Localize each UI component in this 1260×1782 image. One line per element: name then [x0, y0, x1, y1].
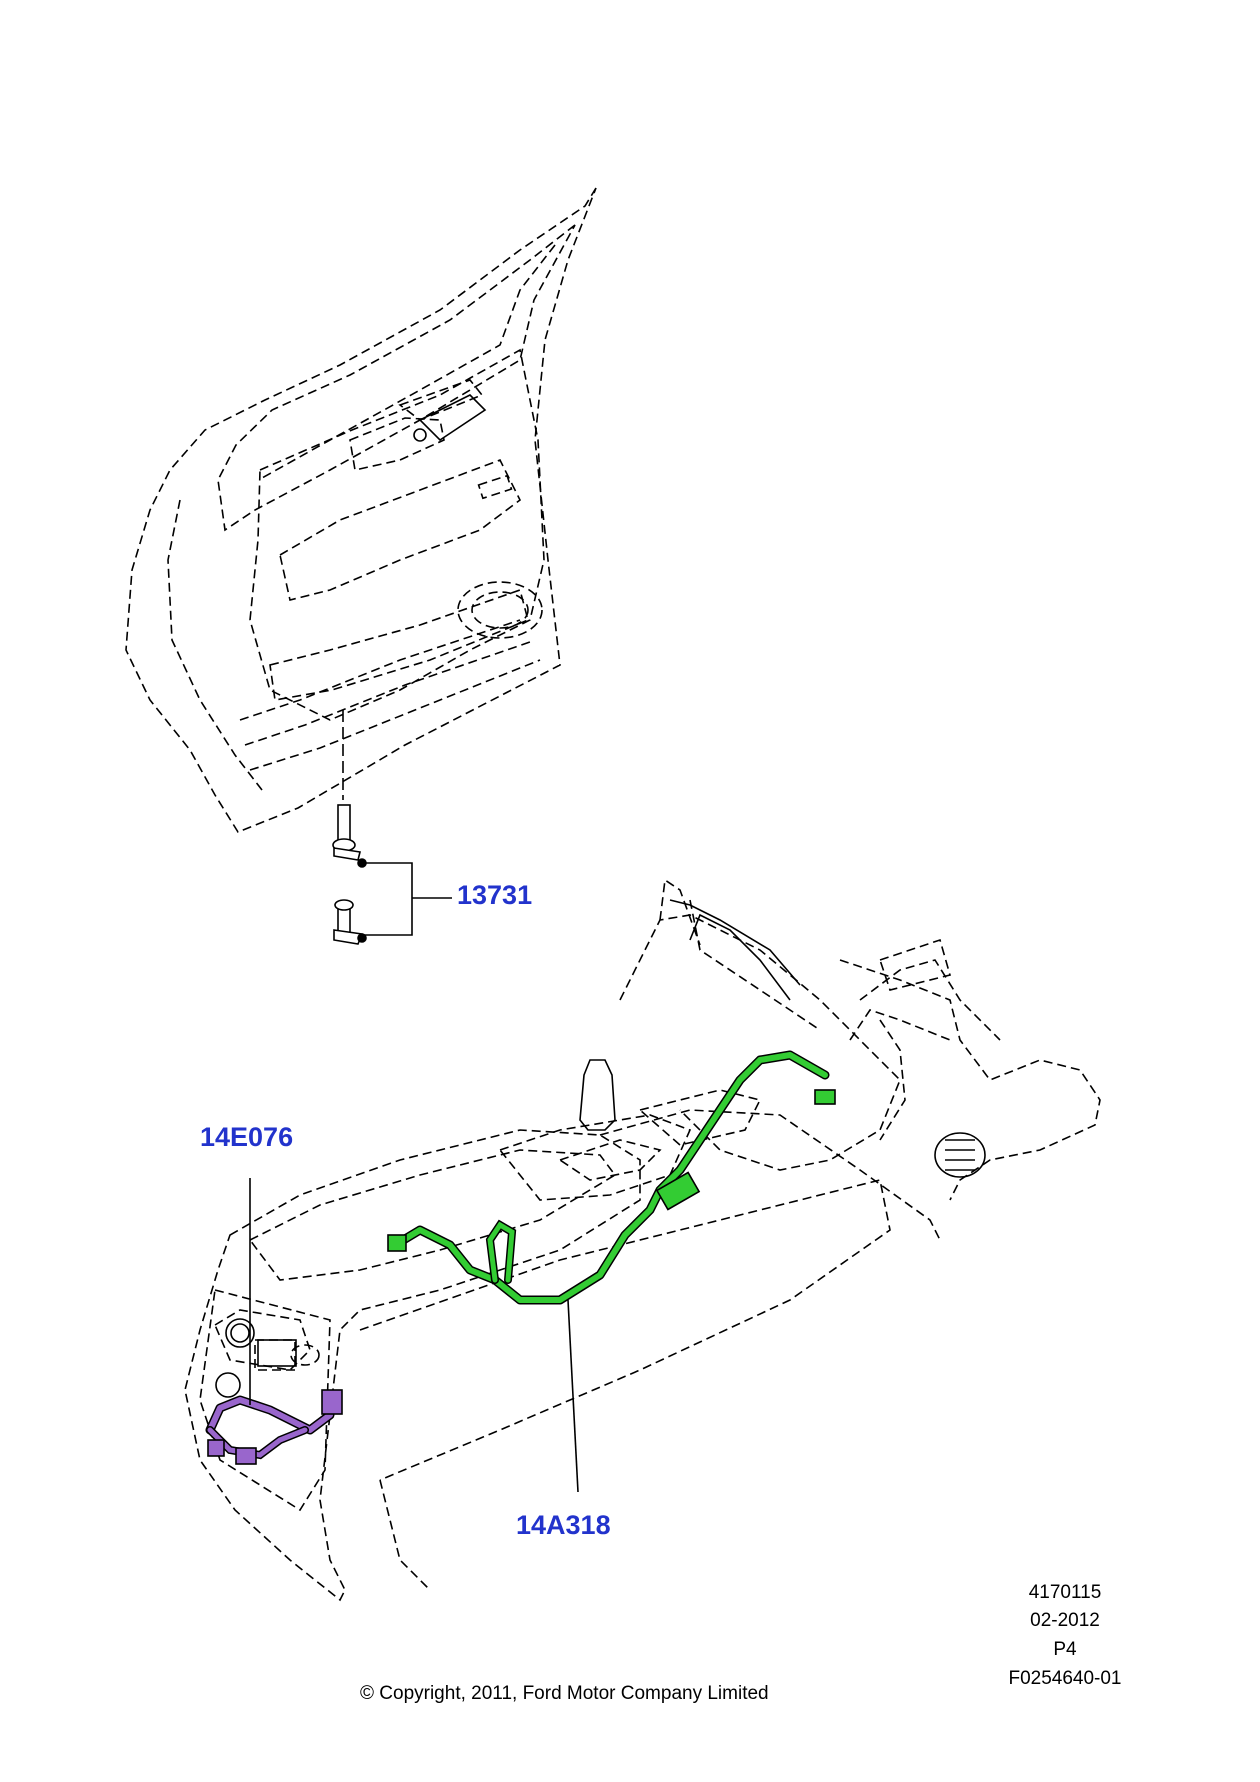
- door-switch-part-lower[interactable]: [333, 899, 367, 945]
- illustration-date: 02-2012: [1030, 1610, 1100, 1631]
- callout-14A318[interactable]: 14A318: [516, 1510, 611, 1540]
- door-switch-bezel: [413, 394, 487, 442]
- figure-id: F0254640-01: [1008, 1668, 1122, 1689]
- callout-13731[interactable]: 13731: [457, 880, 533, 910]
- door-panel-illustration: [125, 187, 597, 833]
- illustration-number: 4170115: [1028, 1582, 1102, 1603]
- rear-wiring-harness-14E076[interactable]: [205, 1389, 343, 1465]
- center-console-illustration: [184, 878, 1101, 1602]
- door-switch-part-upper[interactable]: [332, 804, 367, 868]
- console-wiring-harness-14A318[interactable]: [387, 1050, 836, 1305]
- callout-14E076[interactable]: 14E076: [200, 1122, 294, 1152]
- callout-bracket-13731: [362, 862, 452, 936]
- page-code: P4: [1053, 1639, 1077, 1660]
- copyright-notice: © Copyright, 2011, Ford Motor Company Li…: [360, 1683, 769, 1704]
- leader-14A318: [567, 1299, 579, 1493]
- console-solid-details: [215, 899, 986, 1398]
